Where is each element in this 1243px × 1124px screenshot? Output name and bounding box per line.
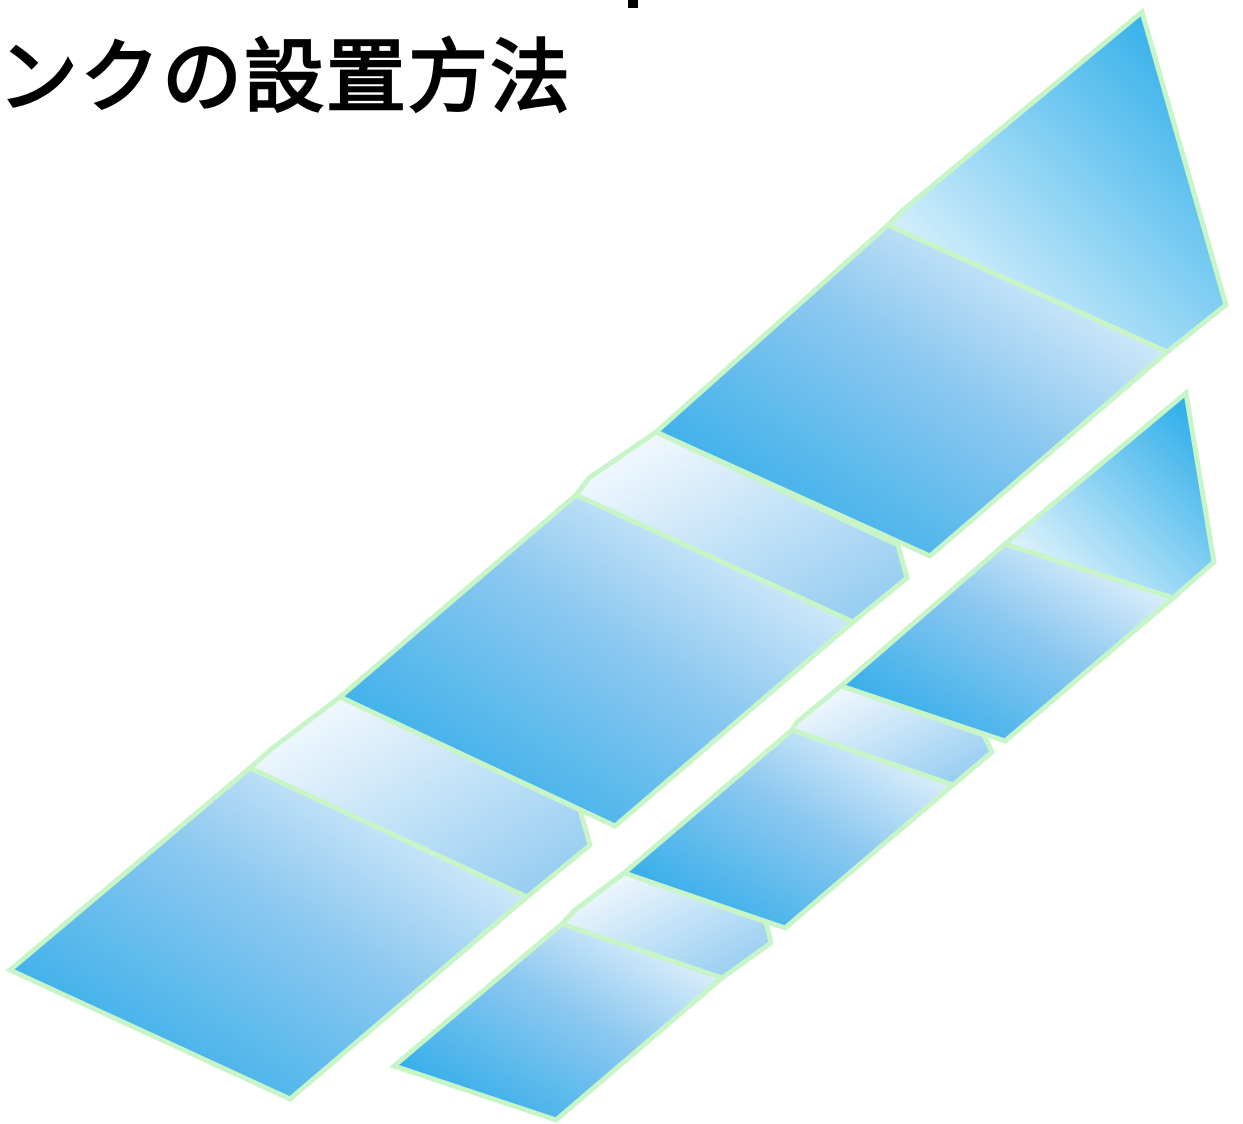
lower-panel-1 (836, 541, 1179, 744)
lower-panel-3 (388, 921, 727, 1123)
upper-large-panel-2 (335, 492, 858, 829)
title-accent-mark (628, 0, 638, 8)
upper-large-panel-3 (5, 765, 532, 1102)
upper-top-cap-panel (883, 7, 1229, 355)
lower-panel-2 (619, 727, 958, 931)
page-title: ンクの設置方法 (0, 31, 572, 124)
upper-large-panel-1 (651, 222, 1172, 559)
